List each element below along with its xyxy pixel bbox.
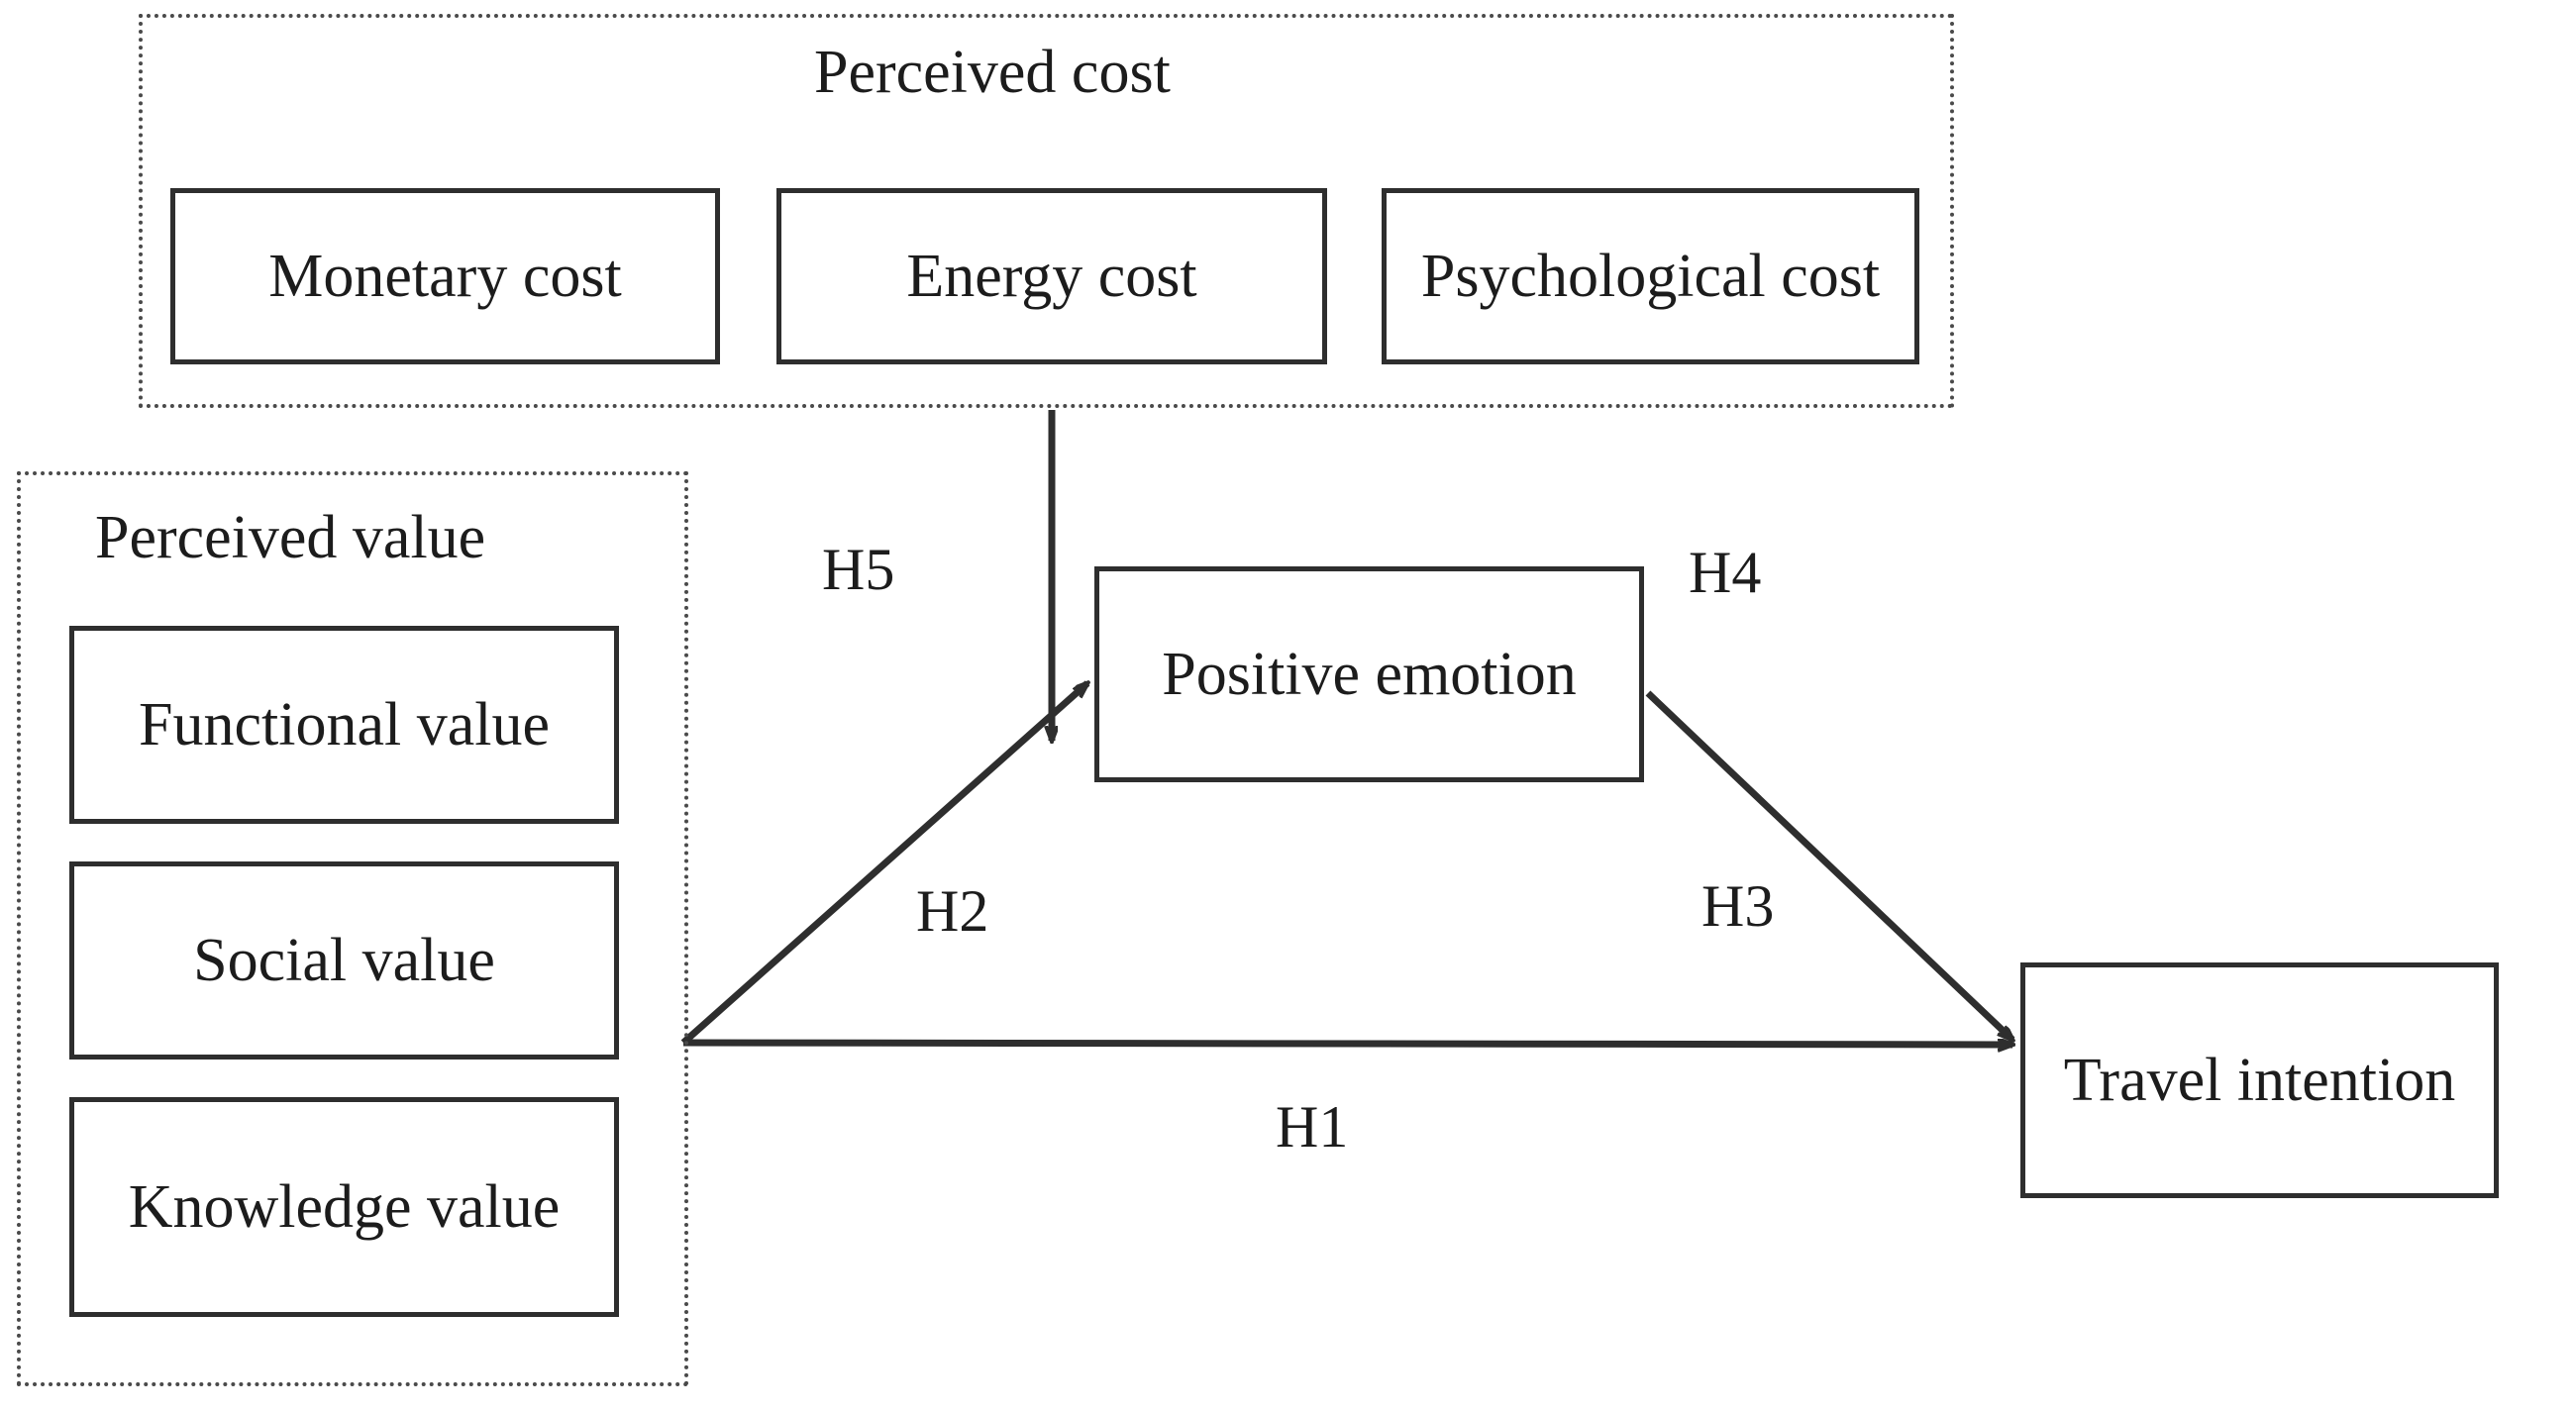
edge-h2	[680, 683, 1087, 1046]
hypothesis-label-h1: H1	[1276, 1094, 1349, 1160]
hypothesis-label-h5: H5	[822, 537, 895, 602]
group-perceived-cost	[139, 14, 1954, 408]
group-title-perceived-cost: Perceived cost	[814, 39, 1171, 106]
group-title-perceived-value: Perceived value	[95, 504, 486, 571]
hypothesis-label-h2: H2	[916, 878, 989, 944]
node-travel-intention[interactable]: Travel intention	[2020, 962, 2499, 1198]
node-energy-cost[interactable]: Energy cost	[776, 188, 1327, 364]
node-knowledge-value[interactable]: Knowledge value	[69, 1097, 619, 1317]
edge-h1	[682, 1043, 2012, 1045]
node-monetary-cost[interactable]: Monetary cost	[170, 188, 720, 364]
edge-h3-h4	[1645, 690, 2012, 1040]
node-label-functional-value: Functional value	[139, 691, 550, 758]
node-label-psychological-cost: Psychological cost	[1420, 243, 1881, 310]
node-social-value[interactable]: Social value	[69, 861, 619, 1060]
node-label-knowledge-value: Knowledge value	[128, 1173, 561, 1241]
node-functional-value[interactable]: Functional value	[69, 626, 619, 824]
node-psychological-cost[interactable]: Psychological cost	[1382, 188, 1919, 364]
hypothesis-label-h4: H4	[1689, 540, 1762, 605]
node-label-travel-intention: Travel intention	[2063, 1047, 2456, 1114]
group-perceived-value	[17, 471, 688, 1386]
node-label-energy-cost: Energy cost	[906, 243, 1197, 310]
node-positive-emotion[interactable]: Positive emotion	[1094, 566, 1644, 782]
hypothesis-label-h3: H3	[1701, 873, 1775, 939]
node-label-social-value: Social value	[193, 927, 495, 994]
node-label-positive-emotion: Positive emotion	[1162, 641, 1577, 708]
node-label-monetary-cost: Monetary cost	[268, 243, 622, 310]
